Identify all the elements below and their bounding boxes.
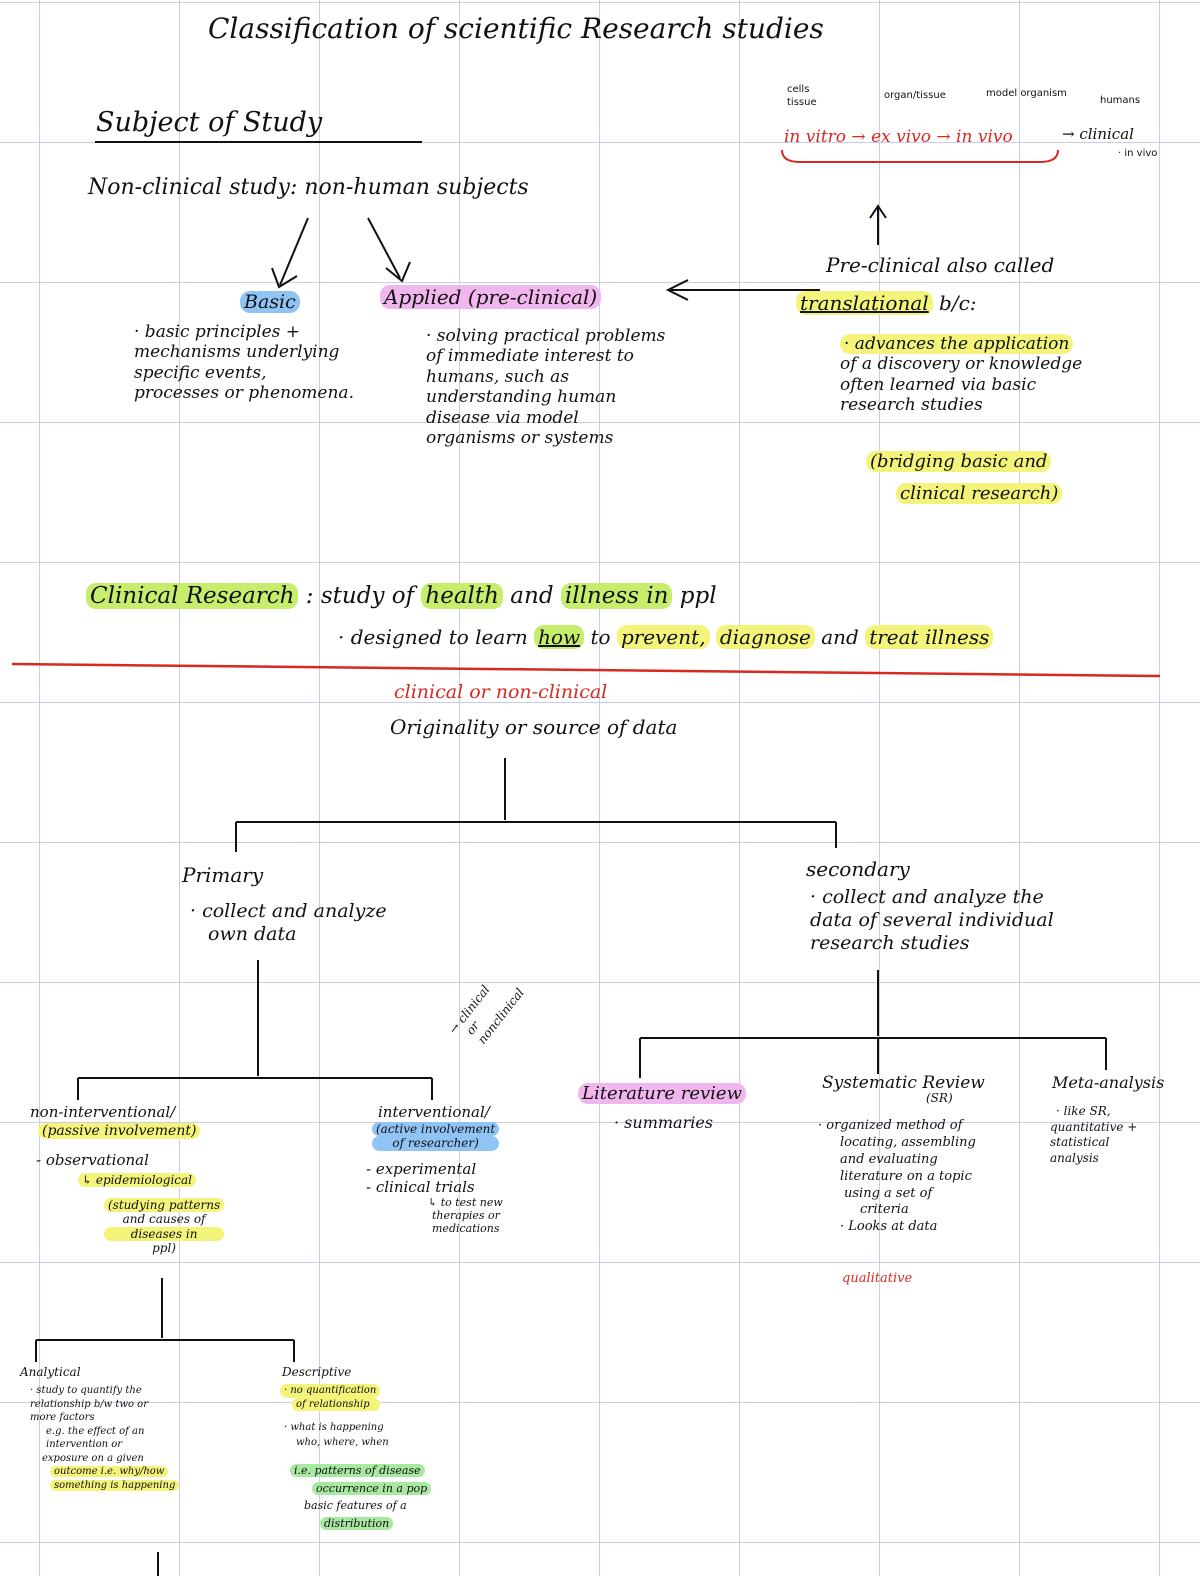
systematic-review-description: · organized method of locating, assembli… — [818, 1118, 976, 1235]
descriptive-quantification: · no quantification of relationship — [280, 1384, 381, 1411]
meta-analysis-label: Meta-analysis — [1052, 1073, 1165, 1092]
literature-review-summary: · summaries — [614, 1113, 714, 1132]
flow-label-tissue: tissue — [787, 97, 817, 108]
applied-label: Applied (pre-clinical) — [380, 285, 602, 309]
bridge-line1: (bridging basic and — [866, 451, 1052, 472]
basic-description: · basic principles +mechanisms underlyin… — [134, 322, 354, 404]
interventional-label: interventional/ — [378, 1103, 490, 1121]
preclinical-line: Pre-clinical also called — [826, 253, 1055, 277]
interventional-description: - experimental - clinical trials ↳ to te… — [366, 1160, 503, 1236]
preclinical-description: · advances the application of a discover… — [840, 334, 1083, 416]
qualitative-note: qualitative — [842, 1271, 913, 1286]
noninterventional-passive: (passive involvement) — [38, 1123, 201, 1139]
page-title: Classification of scientific Research st… — [208, 12, 824, 45]
arrow-to-basic — [279, 217, 309, 286]
subject-heading: Subject of Study — [96, 107, 323, 138]
noninterventional-label: non-interventional/ — [30, 1103, 176, 1121]
flow-tail: → clinical — [1062, 125, 1134, 143]
flow-label-model: model organism — [986, 88, 1067, 99]
observational: - observational — [36, 1151, 149, 1169]
systematic-review-label: Systematic Review — [822, 1073, 985, 1093]
secondary-label: secondary — [806, 857, 910, 881]
clinical-line: Clinical Research : study of health and … — [86, 583, 717, 609]
flow-label-cells: cells — [787, 84, 810, 95]
flow-tail-sub: · in vivo — [1118, 148, 1158, 159]
originality-red-note: clinical or non-clinical — [394, 681, 608, 703]
flow-label-humans: humans — [1100, 95, 1141, 106]
epidemiological-description: (studying patterns and causes of disease… — [104, 1198, 225, 1256]
interventional-active: (active involvement of researcher) — [372, 1122, 500, 1151]
originality-heading: Originality or source of data — [390, 715, 678, 739]
nonclinical-line: Non-clinical study: non-human subjects — [88, 175, 529, 200]
red-divider — [11, 662, 1161, 678]
analytical-label: Analytical — [20, 1365, 81, 1379]
descriptive-label: Descriptive — [282, 1365, 352, 1379]
meta-analysis-description: · like SR, quantitative + statistical an… — [1050, 1104, 1138, 1165]
arrow-to-applied — [367, 217, 401, 279]
basic-label: Basic — [240, 291, 300, 313]
systematic-review-sub: (SR) — [926, 1091, 953, 1105]
red-bracket — [781, 149, 1059, 163]
translational-line: translational b/c: — [796, 291, 977, 315]
clinical-designed-line: · designed to learn how to prevent, diag… — [338, 625, 994, 649]
descriptive-patterns: i.e. patterns of disease occurrence in a… — [290, 1462, 432, 1532]
flow-label-organ: organ/tissue — [884, 90, 946, 101]
epidemiological: ↳ epidemiological — [78, 1173, 197, 1187]
bridge-line2: clinical research) — [896, 483, 1063, 504]
literature-review-label: Literature review — [578, 1083, 746, 1104]
analytical-description: · study to quantify the relationship b/w… — [30, 1384, 180, 1492]
primary-label: Primary — [182, 863, 264, 887]
descriptive-description: · what is happening who, where, when — [284, 1422, 389, 1448]
flow-sequence: in vitro → ex vivo → in vivo — [784, 127, 1013, 147]
